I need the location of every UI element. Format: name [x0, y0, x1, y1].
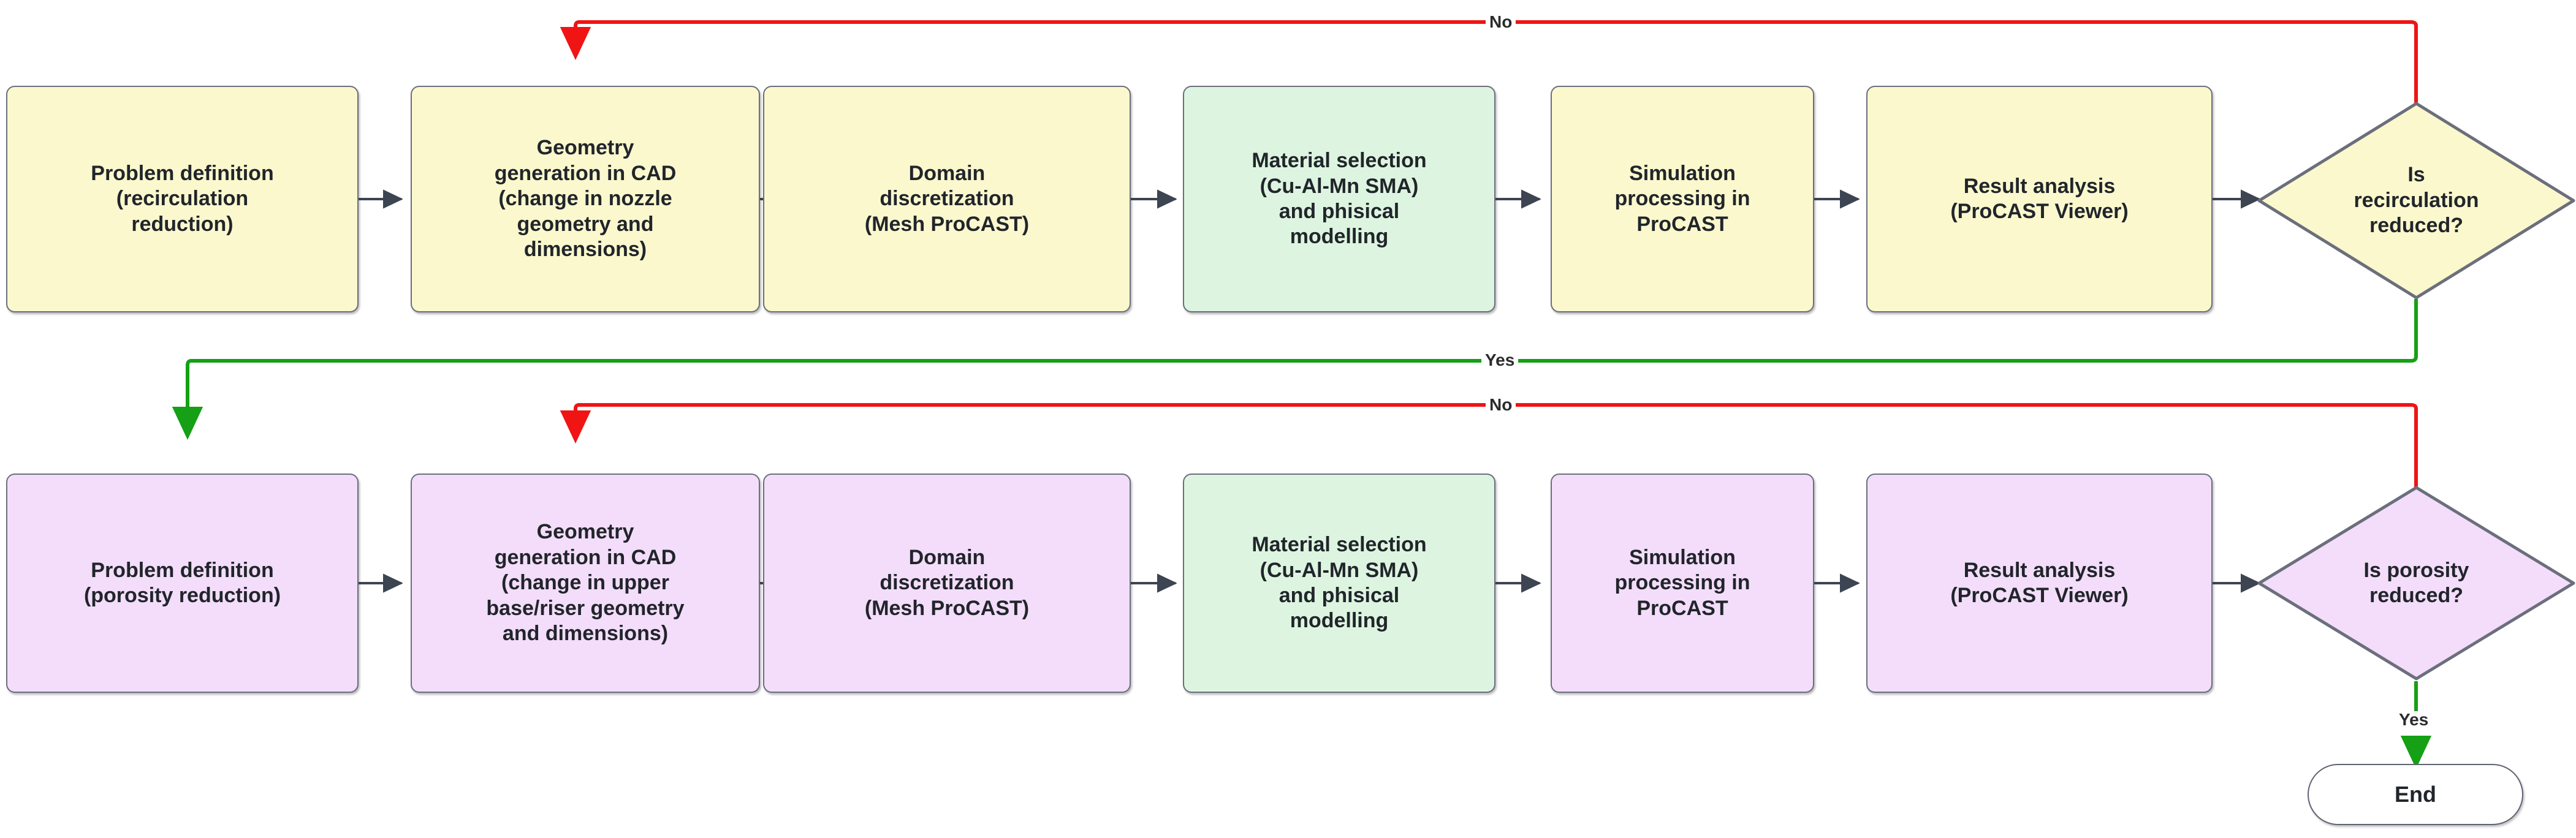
node-simulation-processing-row2[interactable]: Simulation processing in ProCAST — [1551, 474, 1814, 693]
decision-is-recirculation-reduced[interactable]: Is recirculation reduced? — [2257, 101, 2576, 300]
node-material-selection-row2[interactable]: Material selection (Cu-Al-Mn SMA) and ph… — [1183, 474, 1495, 693]
decision-label: Is recirculation reduced? — [2354, 163, 2479, 238]
edge-label-row1-no: No — [1486, 13, 1516, 31]
node-geometry-generation-nozzle[interactable]: Geometry generation in CAD (change in no… — [411, 86, 760, 312]
node-geometry-generation-riser[interactable]: Geometry generation in CAD (change in up… — [411, 474, 760, 693]
decision-label: Is porosity reduced? — [2363, 558, 2469, 607]
node-label: Result analysis (ProCAST Viewer) — [1950, 558, 2129, 607]
node-label: Domain discretization (Mesh ProCAST) — [864, 545, 1030, 620]
node-end-terminator[interactable]: End — [2308, 764, 2523, 825]
edge-label-row1-yes: Yes — [1481, 352, 1519, 369]
node-label: Material selection (Cu-Al-Mn SMA) and ph… — [1252, 149, 1427, 249]
node-label: Problem definition (porosity reduction) — [83, 558, 281, 607]
node-label: Domain discretization (Mesh ProCAST) — [864, 161, 1030, 236]
node-label: Result analysis (ProCAST Viewer) — [1950, 174, 2129, 223]
node-label: Geometry generation in CAD (change in up… — [486, 520, 685, 646]
node-material-selection-row1[interactable]: Material selection (Cu-Al-Mn SMA) and ph… — [1183, 86, 1495, 312]
terminator-label: End — [2395, 782, 2436, 807]
node-problem-definition-recirculation[interactable]: Problem definition (recirculation reduct… — [6, 86, 359, 312]
node-result-analysis-row2[interactable]: Result analysis (ProCAST Viewer) — [1866, 474, 2213, 693]
node-domain-discretization-row1[interactable]: Domain discretization (Mesh ProCAST) — [763, 86, 1131, 312]
node-simulation-processing-row1[interactable]: Simulation processing in ProCAST — [1551, 86, 1814, 312]
decision-is-porosity-reduced[interactable]: Is porosity reduced? — [2257, 485, 2576, 681]
node-domain-discretization-row2[interactable]: Domain discretization (Mesh ProCAST) — [763, 474, 1131, 693]
row1-yes-edge — [172, 299, 2418, 440]
node-problem-definition-porosity[interactable]: Problem definition (porosity reduction) — [6, 474, 359, 693]
diamond-shape — [2257, 102, 2575, 300]
diamond-shape — [2257, 486, 2575, 681]
node-label: Problem definition (recirculation reduct… — [91, 161, 274, 236]
node-label: Simulation processing in ProCAST — [1614, 161, 1750, 236]
node-label: Material selection (Cu-Al-Mn SMA) and ph… — [1252, 533, 1427, 633]
node-label: Geometry generation in CAD (change in no… — [494, 136, 677, 262]
node-result-analysis-row1[interactable]: Result analysis (ProCAST Viewer) — [1866, 86, 2213, 312]
node-label: Simulation processing in ProCAST — [1614, 545, 1750, 620]
edge-label-row2-no: No — [1486, 396, 1516, 413]
edge-label-row2-yes: Yes — [2395, 711, 2433, 728]
